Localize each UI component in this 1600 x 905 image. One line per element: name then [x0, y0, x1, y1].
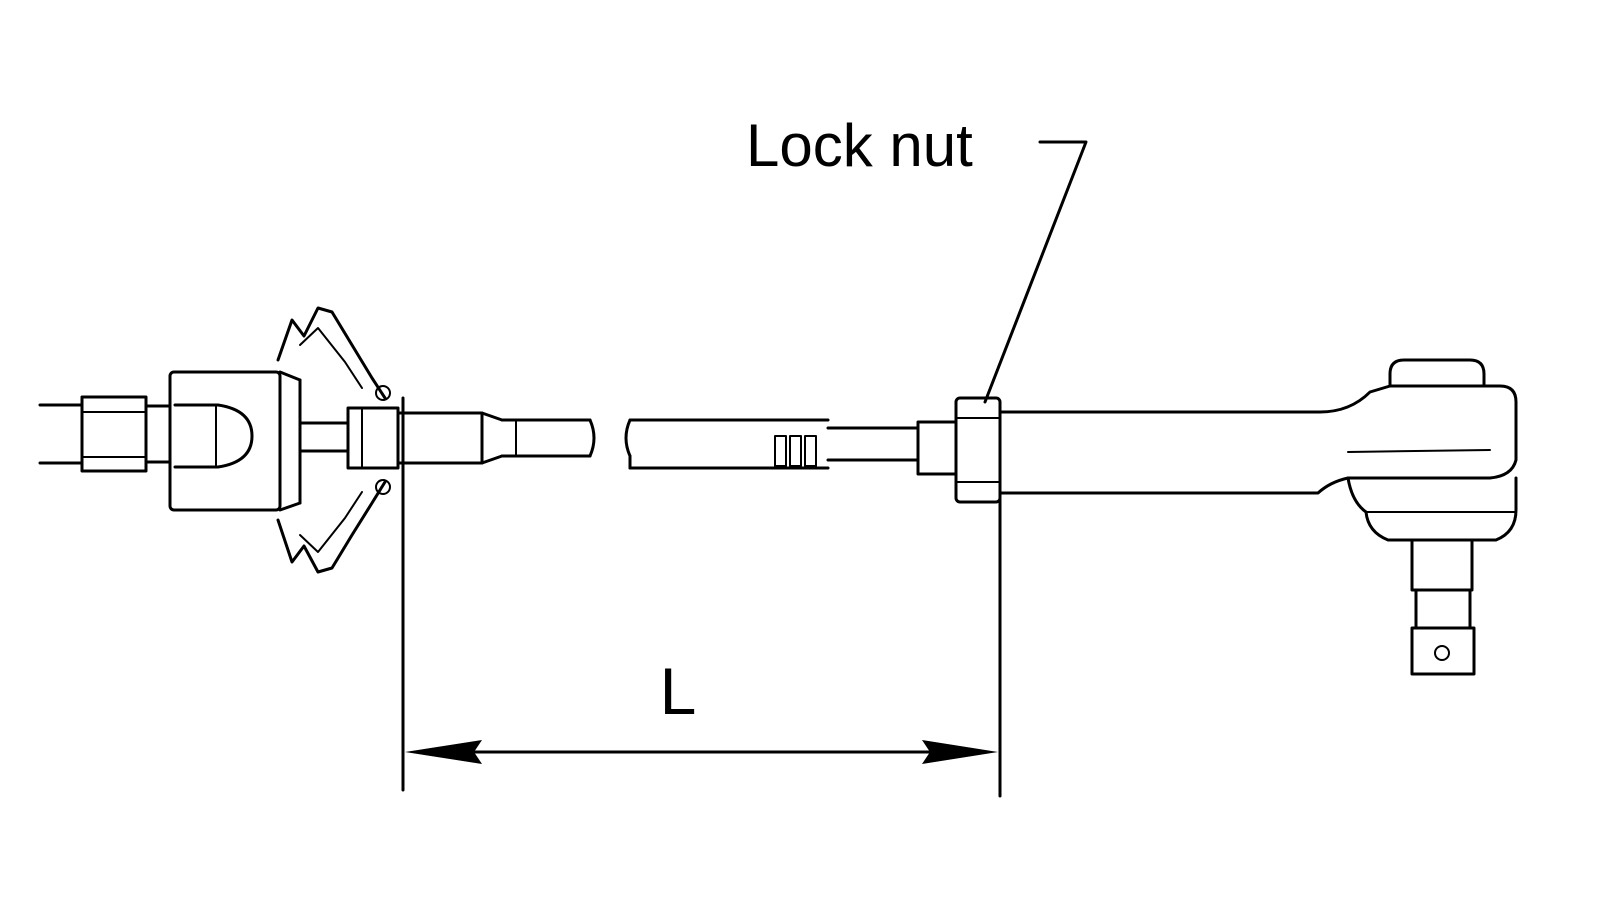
dimension-arrow-right [922, 740, 998, 764]
dimension-l: L [401, 396, 1002, 798]
rack-end-nut [80, 395, 172, 473]
rack-boot [276, 306, 391, 574]
rack-shaft [38, 403, 84, 465]
inner-tie-rod-shaft [298, 406, 596, 470]
lock-nut-label: Lock nut [746, 112, 973, 179]
lock-nut [954, 396, 1002, 504]
dimension-arrow-left [405, 740, 482, 764]
inner-ball-joint-housing [168, 370, 302, 512]
lock-nut-callout: Lock nut [746, 112, 1088, 404]
tie-rod-end [998, 358, 1518, 676]
lock-nut-leader-line [983, 140, 1088, 404]
outer-tie-rod-shaft [624, 418, 958, 476]
dimension-label-l: L [660, 654, 697, 728]
